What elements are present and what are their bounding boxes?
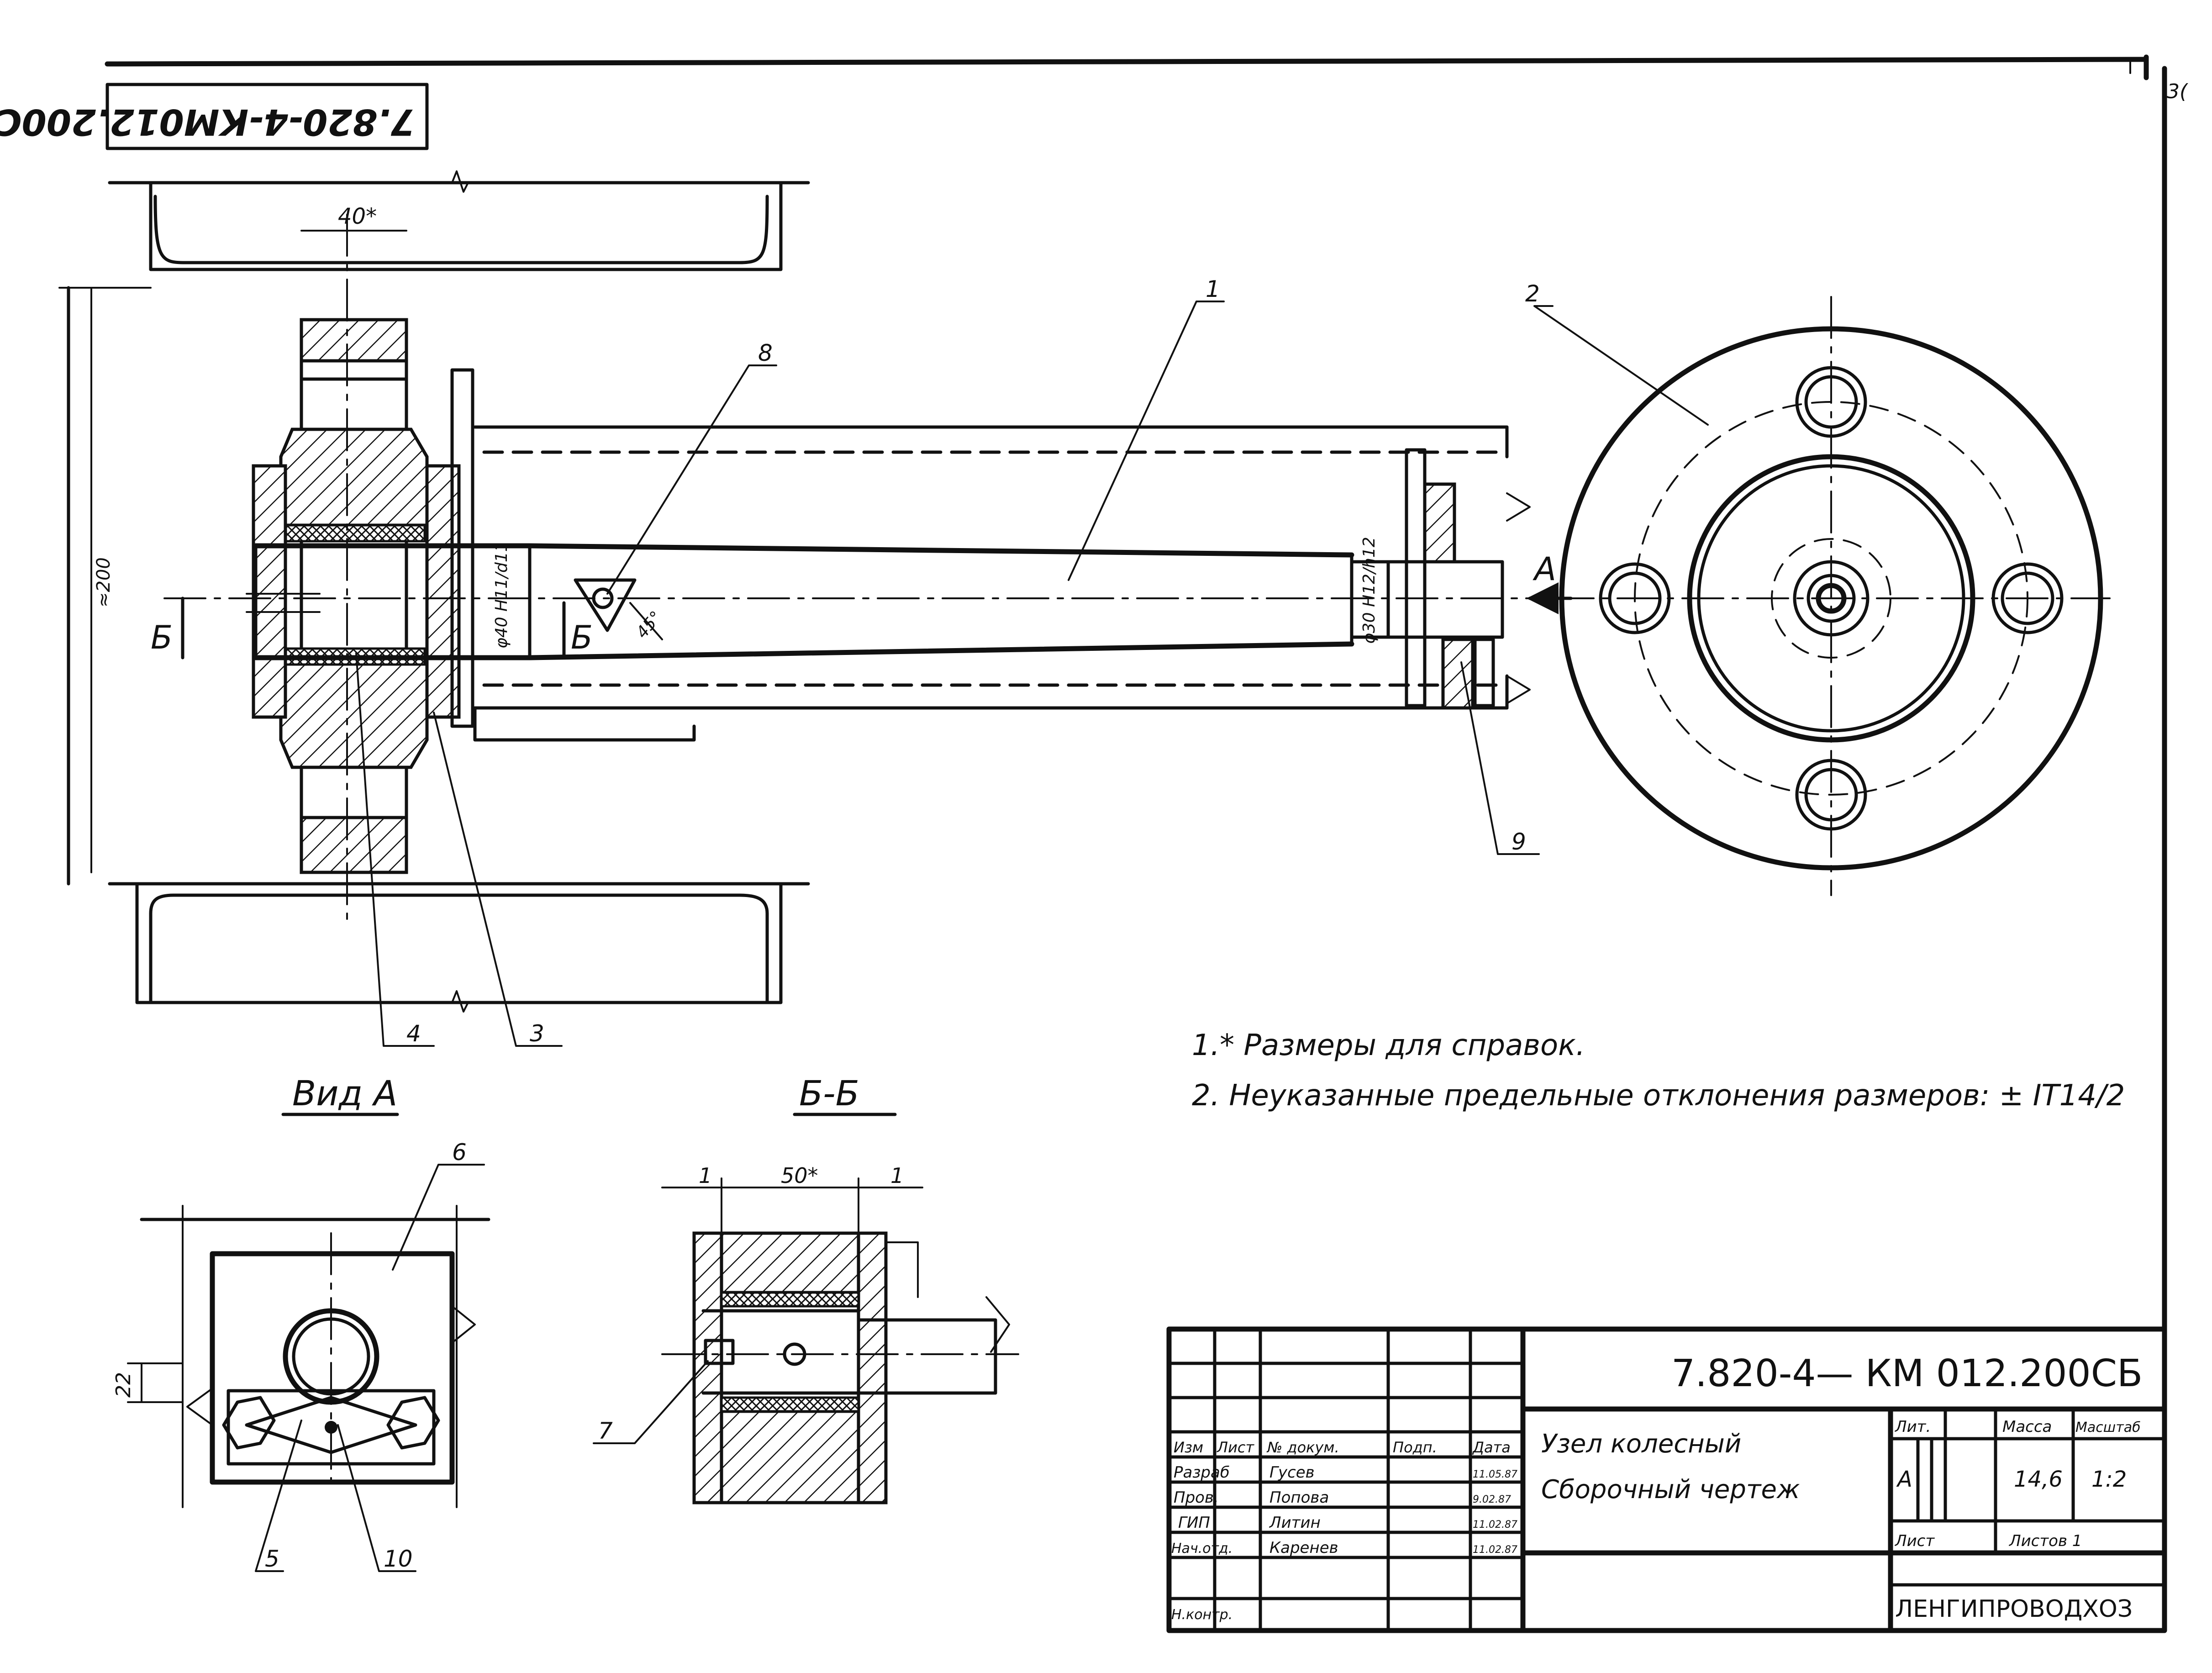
svg-text:4: 4 bbox=[406, 1020, 421, 1047]
dim-section-width: 50* bbox=[781, 1163, 818, 1188]
callout-4: 4 bbox=[355, 652, 435, 1047]
svg-text:6: 6 bbox=[452, 1139, 467, 1166]
svg-text:9: 9 bbox=[1512, 829, 1526, 855]
dim-section-gap-right: 1 bbox=[890, 1163, 904, 1188]
dim-section-gap-left: 1 bbox=[699, 1163, 712, 1188]
tb-role-2: ГИП bbox=[1178, 1514, 1210, 1532]
tb-lit-header: Лит. bbox=[1894, 1418, 1931, 1436]
flange-view bbox=[1552, 296, 2111, 896]
tb-hdr-izm: Изм bbox=[1174, 1439, 1203, 1456]
dim-bottom-height: 22 bbox=[112, 1372, 135, 1398]
section-mark-mid: Б bbox=[571, 619, 593, 656]
svg-text:10: 10 bbox=[384, 1546, 413, 1572]
section-bb bbox=[661, 1177, 1019, 1504]
tb-name-0: Гусев bbox=[1269, 1463, 1315, 1482]
section-bb-title: Б-Б bbox=[799, 1073, 859, 1114]
callout-2: 2 bbox=[1525, 280, 1709, 426]
view-a-title: Вид А bbox=[292, 1073, 397, 1114]
view-a bbox=[127, 1205, 490, 1508]
tb-hdr-date: Дата bbox=[1472, 1439, 1511, 1456]
callout-3: 3 bbox=[433, 712, 563, 1047]
view-arrow-label: А bbox=[1533, 550, 1556, 588]
dim-shaft-right: φ30 H12/h12 bbox=[1360, 537, 1379, 644]
tb-mass: 14,6 bbox=[2014, 1467, 2063, 1492]
tb-role-3: Нач.отд. bbox=[1171, 1541, 1232, 1557]
rotated-code: 7.820-4-КМ012.200С bbox=[0, 101, 416, 142]
tb-name-line1: Узел колесный bbox=[1541, 1429, 1741, 1459]
tb-name-1: Попова bbox=[1269, 1488, 1329, 1507]
dim-top-width: 40* bbox=[338, 204, 377, 229]
rotated-code-stamp: 7.820-4-КМ012.200С bbox=[0, 83, 429, 150]
tb-role-0: Разраб bbox=[1174, 1463, 1230, 1482]
tb-hdr-list: Лист bbox=[1217, 1439, 1254, 1456]
note-1: 1.* Размеры для справок. bbox=[1192, 1029, 1585, 1062]
tb-scale: 1:2 bbox=[2091, 1467, 2127, 1492]
tb-name-line2: Сборочный чертеж bbox=[1541, 1475, 1800, 1504]
section-mark-left: Б bbox=[151, 619, 173, 656]
tb-name-2: Литин bbox=[1269, 1514, 1321, 1532]
callout-8: 8 bbox=[606, 340, 777, 595]
tb-hdr-doc: № докум. bbox=[1266, 1439, 1339, 1456]
tb-date-2: 11.02.87 bbox=[1473, 1519, 1517, 1531]
callout-1: 1 bbox=[1068, 276, 1225, 581]
title-block bbox=[1166, 1326, 2167, 1633]
tb-code: 7.820-4— КМ 012.200СБ bbox=[1671, 1352, 2143, 1395]
tb-hdr-sign: Подп. bbox=[1393, 1439, 1437, 1456]
callout-5: 5 bbox=[255, 1420, 302, 1572]
tb-mass-header: Масса bbox=[2002, 1418, 2052, 1436]
tb-date-1: 9.02.87 bbox=[1473, 1494, 1511, 1505]
tb-lit: А bbox=[1896, 1467, 1912, 1492]
tb-date-3: 11.02.87 bbox=[1473, 1544, 1517, 1556]
dim-overall-height: ≈200 bbox=[93, 557, 114, 607]
callout-7: 7 bbox=[593, 1360, 709, 1444]
tb-sheet: Лист bbox=[1894, 1532, 1935, 1550]
tb-role-4: Н.контр. bbox=[1171, 1607, 1232, 1623]
tb-sheets: Листов 1 bbox=[2008, 1532, 2082, 1550]
tb-scale-header: Масштаб bbox=[2075, 1420, 2141, 1436]
svg-text:1: 1 bbox=[1206, 276, 1220, 302]
svg-text:5: 5 bbox=[265, 1546, 279, 1572]
callout-10: 10 bbox=[337, 1424, 416, 1572]
callout-6: 6 bbox=[392, 1139, 485, 1271]
svg-text:7: 7 bbox=[598, 1418, 613, 1444]
tb-name-3: Каренев bbox=[1269, 1539, 1338, 1557]
tb-date-0: 11.05.87 bbox=[1473, 1469, 1517, 1480]
callout-9: 9 bbox=[1460, 661, 1540, 855]
main-view bbox=[58, 170, 1544, 1013]
svg-text:8: 8 bbox=[758, 340, 773, 366]
tb-org: ЛЕНГИПРОВОДХОЗ bbox=[1895, 1595, 2133, 1623]
svg-text:2: 2 bbox=[1525, 280, 1540, 307]
svg-text:3: 3 bbox=[530, 1020, 544, 1047]
note-2: 2. Неуказанные предельные отклонения раз… bbox=[1192, 1079, 2125, 1113]
tb-role-1: Пров. bbox=[1174, 1488, 1219, 1507]
dim-shaft-left: φ40 H11/d11 bbox=[492, 541, 511, 649]
corner-mark: 3( bbox=[2167, 80, 2188, 103]
